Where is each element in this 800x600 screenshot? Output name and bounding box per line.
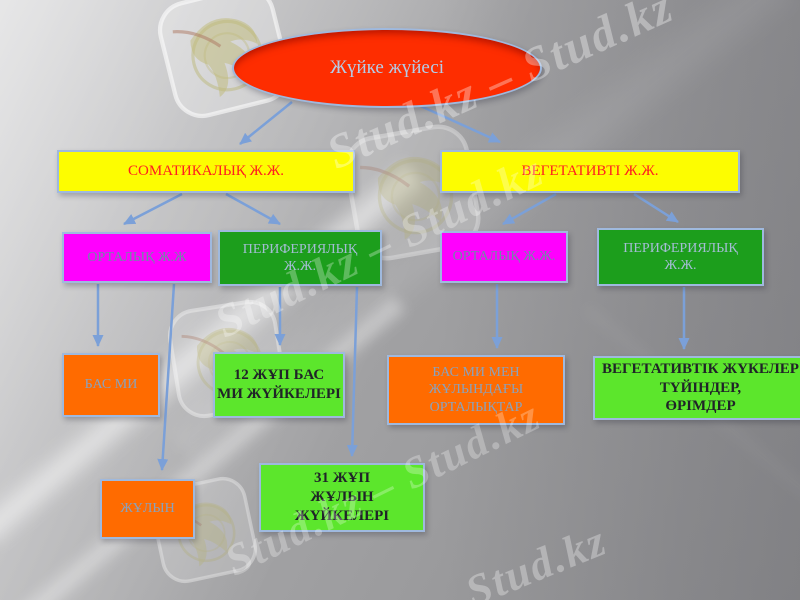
node-brain: БАС МИ	[62, 353, 160, 417]
connector-peripheral-spinal-nerves	[346, 286, 359, 457]
node-spinal-nerves: 31 ЖҰП ЖҰЛЫН ЖҮЙКЕЛЕРІ	[259, 463, 425, 532]
connector-central-spinal-cord	[157, 283, 176, 471]
node-vegetative-peripheral: ПЕРИФЕРИЯЛЫҚ Ж.Ж.	[597, 228, 764, 286]
connector-vegetative-peripheral	[633, 192, 679, 224]
connector-somatic-peripheral	[225, 192, 281, 226]
light-ray	[582, 303, 800, 571]
node-vegetative: ВЕГЕТАТИВТІ Ж.Ж.	[440, 150, 740, 193]
node-cranial-nerves: 12 ЖҰП БАС МИ ЖҮЙКЕЛЕРІ	[213, 352, 345, 418]
node-brain-spinal-centers: БАС МИ МЕН ЖҰЛЫНДАҒЫ ОРТАЛЫҚТАР	[387, 355, 565, 425]
node-somatic: СОМАТИКАЛЫҚ Ж.Ж.	[57, 150, 355, 193]
studkz-text-watermark: Stud.kz	[458, 515, 614, 600]
node-vegetative-central: ОРТАЛЫҚ Ж.Ж.	[440, 231, 568, 283]
node-spinal-cord: ЖҰЛЫН	[100, 479, 195, 539]
connector-vegetative-central	[502, 192, 557, 226]
node-vegetative-nerves: ВЕГЕТАТИВТІК ЖҮКЕЛЕР ТҮЙІНДЕР, ӨРІМДЕР	[593, 356, 800, 420]
node-nervous-system: Жүйке жүйесі	[232, 28, 542, 108]
node-somatic-central: ОРТАЛЫҚ Ж.Ж	[62, 232, 212, 283]
connector-root-vegetative	[413, 101, 501, 144]
light-ray	[0, 291, 409, 600]
connector-somatic-central	[123, 192, 183, 226]
node-somatic-peripheral: ПЕРИФЕРИЯЛЫҚ Ж.Ж.	[218, 230, 382, 286]
connector-root-somatic	[239, 101, 293, 145]
